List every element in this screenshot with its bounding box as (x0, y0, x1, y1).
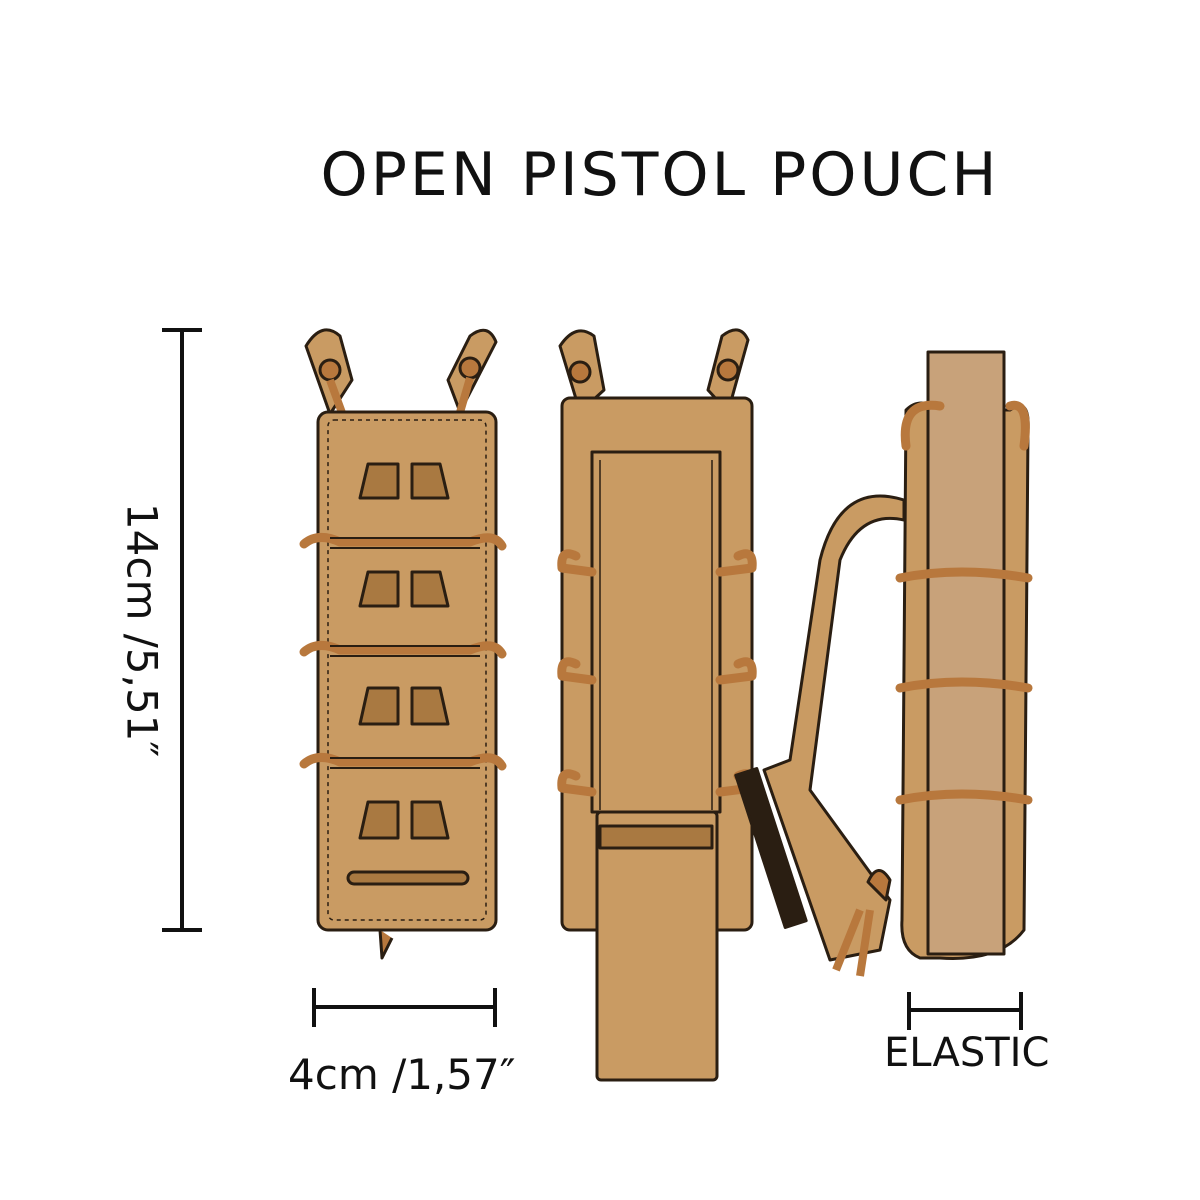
width-dimension-line (312, 988, 497, 1027)
pouch-back-view (557, 328, 757, 1082)
side-cords (895, 400, 1033, 805)
back-strap (590, 450, 722, 814)
page-title: OPEN PISTOL POUCH (320, 140, 1000, 210)
side-pistol (926, 350, 1006, 956)
pouch-front-view (299, 328, 507, 960)
elastic-label: ELASTIC (884, 1030, 1050, 1076)
elastic-dimension-line (907, 992, 1023, 1030)
side-toggle (866, 869, 892, 902)
front-windows (358, 462, 450, 840)
back-tab (595, 810, 719, 1082)
height-dimension-label: 14cm /5,51″ (117, 502, 167, 758)
width-dimension-label: 4cm /1,57″ (288, 1050, 516, 1099)
height-dimension-line (162, 328, 202, 932)
side-belt-loop (762, 494, 906, 962)
pouch-side-view (734, 350, 1033, 977)
front-cords (299, 533, 507, 771)
front-body (316, 410, 498, 932)
